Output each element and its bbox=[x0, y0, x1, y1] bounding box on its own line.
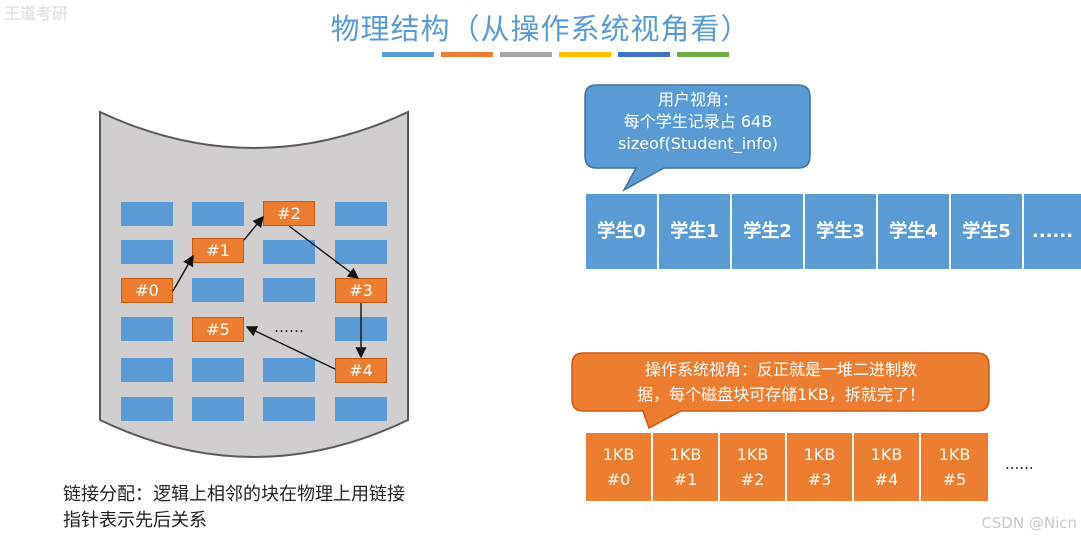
arrow-2-to-3 bbox=[288, 225, 360, 279]
disk-block bbox=[335, 397, 387, 421]
kb-id: #3 bbox=[807, 470, 832, 489]
student-record-ellipsis: ...... bbox=[1024, 194, 1081, 269]
color-bar-green bbox=[677, 52, 729, 57]
student-record-2: 学生2 bbox=[732, 194, 805, 269]
disk-kb-block-4: 1KB #4 bbox=[854, 433, 921, 501]
disk-block-5: #5 bbox=[192, 317, 244, 342]
kb-id: #1 bbox=[673, 470, 698, 489]
kb-id: #2 bbox=[740, 470, 765, 489]
disk-block bbox=[121, 240, 173, 264]
user-view-line-3: sizeof(Student_info) bbox=[618, 134, 778, 153]
student-record-1: 学生1 bbox=[659, 194, 732, 269]
caption-line-2: 指针表示先后关系 bbox=[63, 510, 207, 531]
kb-size: 1KB bbox=[736, 445, 769, 464]
color-bar-yellow bbox=[559, 52, 611, 57]
user-view-line-2: 每个学生记录占 64B bbox=[623, 112, 773, 131]
disk-block bbox=[121, 358, 173, 382]
student-record-5: 学生5 bbox=[951, 194, 1024, 269]
kb-size: 1KB bbox=[938, 445, 971, 464]
user-view-callout: 用户视角： 每个学生记录占 64B sizeof(Student_info) bbox=[584, 89, 812, 155]
disk-block bbox=[335, 202, 387, 226]
disk-block bbox=[192, 278, 244, 302]
page-title: 物理结构（从操作系统视角看） bbox=[330, 12, 751, 46]
os-view-callout: 操作系统视角：反正就是一堆二进制数 据，每个磁盘块可存储1KB，拆就完了！ bbox=[574, 357, 988, 407]
color-bar-blue bbox=[382, 52, 434, 57]
student-record-4: 学生4 bbox=[878, 194, 951, 269]
disk-block-4: #4 bbox=[335, 358, 387, 383]
os-view-line-1: 操作系统视角：反正就是一堆二进制数 bbox=[644, 360, 917, 379]
disk-kb-block-5: 1KB #5 bbox=[921, 433, 988, 501]
os-view-callout-shape bbox=[571, 352, 990, 430]
disk-block bbox=[263, 358, 315, 382]
disk-block bbox=[192, 202, 244, 226]
disk-block bbox=[192, 358, 244, 382]
kb-id: #5 bbox=[942, 470, 967, 489]
watermark-top-left: 王道考研 bbox=[4, 4, 69, 23]
arrow-0-to-1 bbox=[172, 254, 194, 292]
user-view-line-1: 用户视角： bbox=[657, 90, 738, 109]
disk-block bbox=[121, 317, 173, 341]
disk-block-3: #3 bbox=[335, 278, 387, 303]
student-record-0: 学生0 bbox=[586, 194, 659, 269]
kb-size: 1KB bbox=[669, 445, 702, 464]
kb-size: 1KB bbox=[803, 445, 836, 464]
disk-block bbox=[263, 397, 315, 421]
disk-kb-block-3: 1KB #3 bbox=[787, 433, 854, 501]
kb-id: #0 bbox=[606, 470, 631, 489]
csdn-watermark: CSDN @Nicn bbox=[981, 514, 1077, 532]
disk-block-2: #2 bbox=[263, 201, 315, 226]
kb-id: #4 bbox=[874, 470, 899, 489]
disk-block bbox=[121, 202, 173, 226]
disk-kb-block-0: 1KB #0 bbox=[586, 433, 653, 501]
disk-block-1: #1 bbox=[192, 238, 244, 263]
color-bar-darkblue bbox=[618, 52, 670, 57]
user-view-callout-shape bbox=[584, 84, 811, 192]
disk-block bbox=[263, 240, 315, 264]
caption-line-1: 链接分配：逻辑上相邻的块在物理上用链接 bbox=[63, 484, 405, 505]
kb-size: 1KB bbox=[870, 445, 903, 464]
disk-block bbox=[121, 397, 173, 421]
student-record-3: 学生3 bbox=[805, 194, 878, 269]
color-bar-gray bbox=[500, 52, 552, 57]
arrow-4-to-5 bbox=[245, 326, 336, 370]
disk-block bbox=[192, 397, 244, 421]
disk-block-0: #0 bbox=[121, 278, 173, 303]
disk-block bbox=[263, 278, 315, 302]
disk-ellipsis: …… bbox=[274, 318, 304, 336]
kb-ellipsis: ...... bbox=[1005, 455, 1034, 473]
disk-cylinder bbox=[99, 110, 409, 458]
arrow-1-to-2 bbox=[243, 215, 264, 241]
linked-allocation-caption: 链接分配：逻辑上相邻的块在物理上用链接 指针表示先后关系 bbox=[63, 482, 503, 534]
color-bar-orange bbox=[441, 52, 493, 57]
disk-kb-block-1: 1KB #1 bbox=[653, 433, 720, 501]
os-view-line-2: 据，每个磁盘块可存储1KB，拆就完了！ bbox=[637, 385, 925, 404]
disk-kb-block-2: 1KB #2 bbox=[720, 433, 787, 501]
kb-size: 1KB bbox=[602, 445, 635, 464]
disk-block bbox=[335, 240, 387, 264]
